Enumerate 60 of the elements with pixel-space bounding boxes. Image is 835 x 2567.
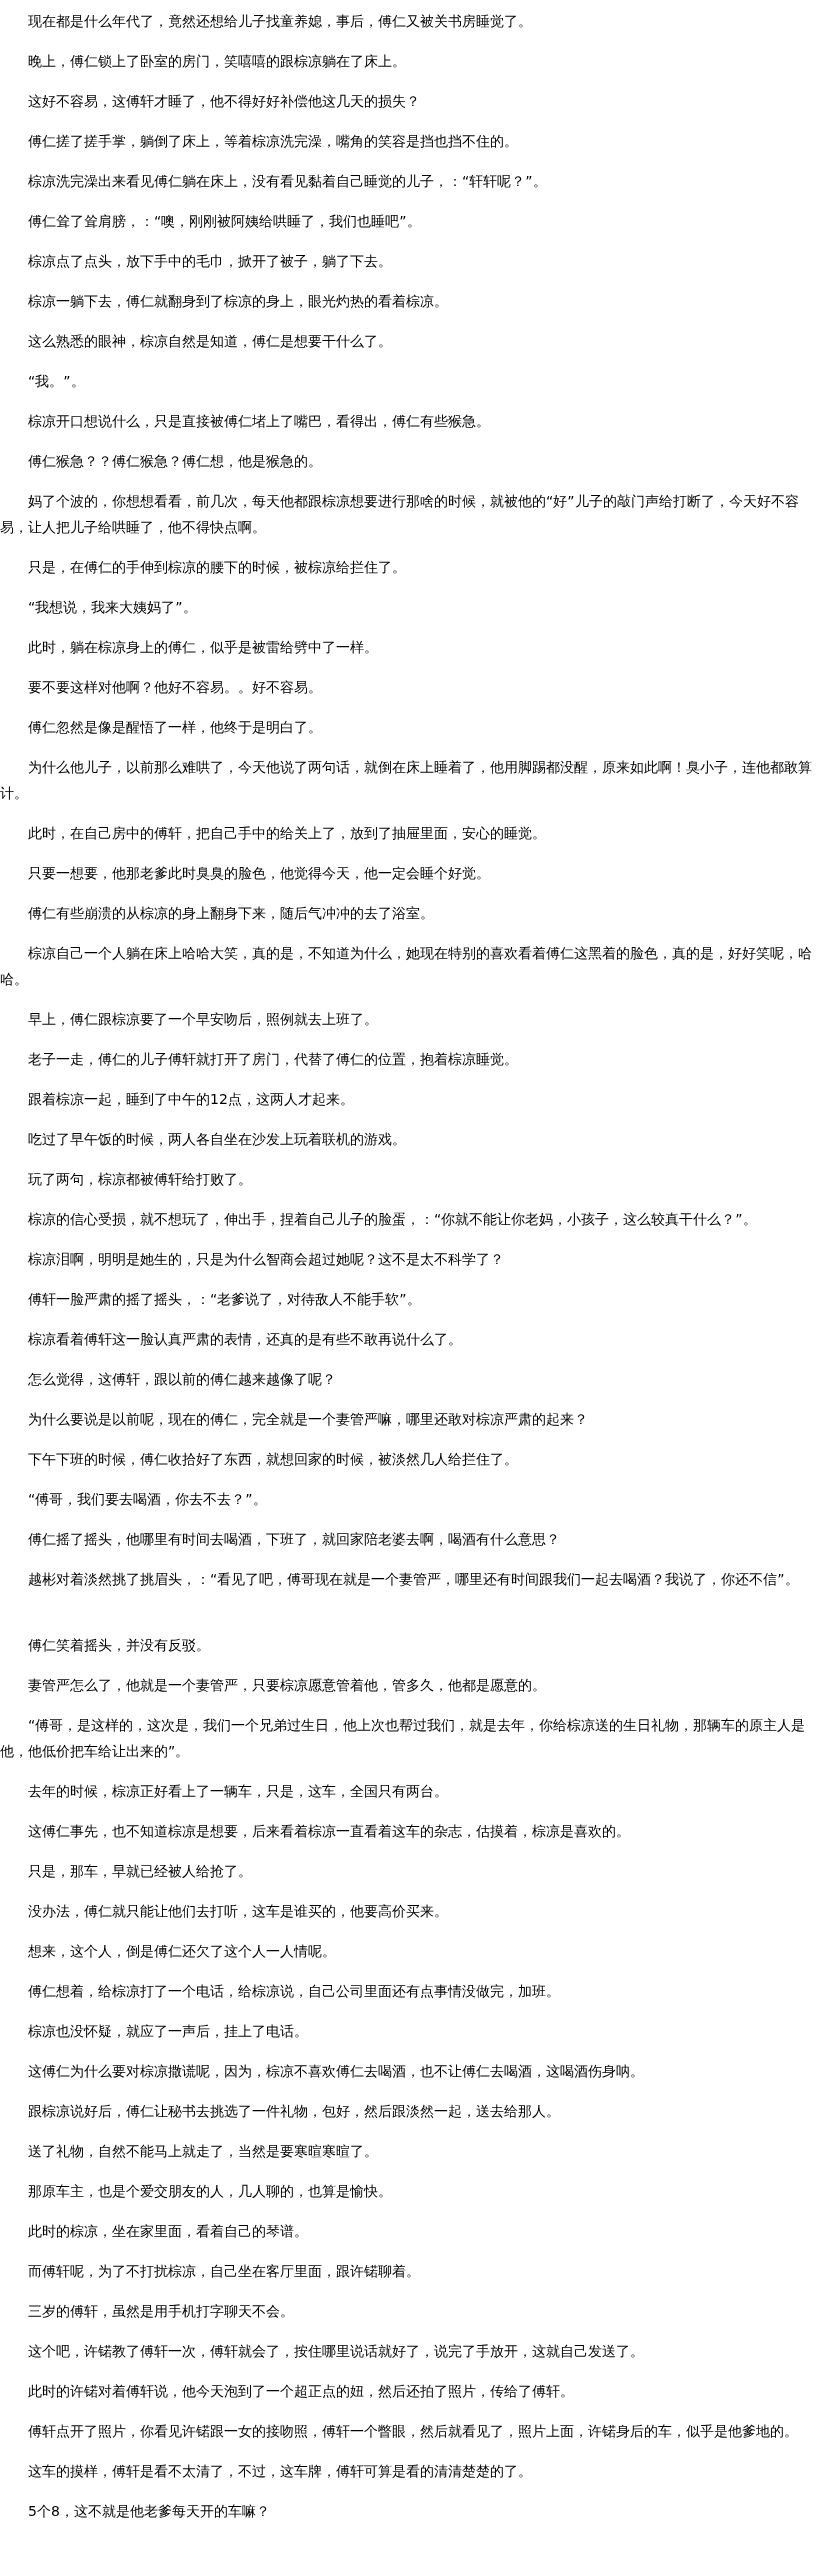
paragraph: 这个吧，许锘教了傅轩一次，傅轩就会了，按住哪里说话就好了，说完了手放开，这就自己发送了。 [27,2342,645,2361]
paragraph: 妻管严怎么了，他就是一个妻管严，只要棕凉愿意管着他，管多久，他都是愿意的。 [27,1676,547,1695]
paragraph: 为什么他儿子，以前那么难哄了，今天他说了两句话，就倒在床上睡着了，他用脚踢都没醒，原来如此啊！臭小子，连他都敢算计。 [0,758,813,803]
paragraph: 这好不容易，这傅轩才睡了，他不得好好补偿他这几天的损失？ [27,92,421,111]
paragraph: 没办法，傅仁就只能让他们去打听，这车是谁买的，他要高价买来。 [27,1902,449,1921]
paragraph: 棕凉点了点头，放下手中的毛巾，掀开了被子，躺了下去。 [27,252,393,271]
paragraph: “我想说，我来大姨妈了”。 [27,598,198,617]
paragraph: 傅仁耸了耸肩膀，：“噢，刚刚被阿姨给哄睡了，我们也睡吧”。 [27,212,422,231]
paragraph: 棕凉也没怀疑，就应了一声后，挂上了电话。 [27,2022,309,2041]
paragraph: 傅仁想着，给棕凉打了一个电话，给棕凉说，自己公司里面还有点事情没做完，加班。 [27,1982,561,2001]
paragraph: 现在都是什么年代了，竟然还想给儿子找童养媳，事后，傅仁又被关书房睡觉了。 [27,12,533,31]
paragraph: 老子一走，傅仁的儿子傅轩就打开了房门，代替了傅仁的位置，抱着棕凉睡觉。 [27,1050,519,1069]
paragraph: 这么熟悉的眼神，棕凉自然是知道，傅仁是想要干什么了。 [27,332,393,351]
paragraph: 吃过了早午饭的时候，两人各自坐在沙发上玩着联机的游戏。 [27,1130,407,1149]
paragraph: 傅仁忽然是像是醒悟了一样，他终于是明白了。 [27,718,323,737]
paragraph: 傅仁摇了摇头，他哪里有时间去喝酒，下班了，就回家陪老婆去啊，喝酒有什么意思？ [27,1530,561,1549]
paragraph: 只是，那车，早就已经被人给抢了。 [27,1862,253,1881]
paragraph: 棕凉洗完澡出来看见傅仁躺在床上，没有看见黏着自己睡觉的儿子，：“轩轩呢？”。 [27,172,548,191]
paragraph: 棕凉自己一个人躺在床上哈哈大笑，真的是，不知道为什么，她现在特别的喜欢看着傅仁这黑着的脸色，真的是，好好笑呢，哈哈。 [0,944,813,989]
paragraph: 早上，傅仁跟棕凉要了一个早安吻后，照例就去上班了。 [27,1010,379,1029]
paragraph: 跟着棕凉一起，睡到了中午的12点，这两人才起来。 [27,1090,355,1109]
paragraph: 只是，在傅仁的手伸到棕凉的腰下的时候，被棕凉给拦住了。 [27,558,407,577]
paragraph: 晚上，傅仁锁上了卧室的房门，笑嘻嘻的跟棕凉躺在了床上。 [27,52,407,71]
paragraph: 那原车主，也是个爱交朋友的人，几人聊的，也算是愉快。 [27,2182,393,2201]
paragraph: 棕凉开口想说什么，只是直接被傅仁堵上了嘴巴，看得出，傅仁有些猴急。 [27,412,491,431]
paragraph: 越彬对着淡然挑了挑眉头，：“看见了吧，傅哥现在就是一个妻管严，哪里还有时间跟我们一起去喝酒？我说了，你还不信”。 [27,1570,800,1589]
paragraph: 这傅仁为什么要对棕凉撒谎呢，因为，棕凉不喜欢傅仁去喝酒，也不让傅仁去喝酒，这喝酒伤身呐。 [27,2062,645,2081]
paragraph: 傅仁笑着摇头，并没有反驳。 [27,1636,211,1655]
paragraph: 要不要这样对他啊？他好不容易。。好不容易。 [27,678,323,697]
paragraph: 傅仁搓了搓手掌，躺倒了床上，等着棕凉洗完澡，嘴角的笑容是挡也挡不住的。 [27,132,519,151]
paragraph: “傅哥，是这样的，这次是，我们一个兄弟过生日，他上次也帮过我们，就是去年，你给棕凉送的生日礼物，那辆车的原主人是他，他低价把车给让出来的”。 [0,1716,807,1761]
paragraph: 傅仁有些崩溃的从棕凉的身上翻身下来，随后气冲冲的去了浴室。 [27,904,435,923]
paragraph: 棕凉看着傅轩这一脸认真严肃的表情，还真的是有些不敢再说什么了。 [27,1330,463,1349]
paragraph: 棕凉的信心受损，就不想玩了，伸出手，捏着自己儿子的脸蛋，：“你就不能让你老妈，小孩子，这么较真干什么？”。 [27,1210,758,1229]
paragraph: 傅仁猴急？？傅仁猴急？傅仁想，他是猴急的。 [27,452,323,471]
paragraph: 棕凉一躺下去，傅仁就翻身到了棕凉的身上，眼光灼热的看着棕凉。 [27,292,449,311]
paragraph: 棕凉泪啊，明明是她生的，只是为什么智商会超过她呢？这不是太不科学了？ [27,1250,505,1269]
paragraph: 怎么觉得，这傅轩，跟以前的傅仁越来越像了呢？ [27,1370,337,1389]
paragraph: 为什么要说是以前呢，现在的傅仁，完全就是一个妻管严嘛，哪里还敢对棕凉严肃的起来？ [27,1410,589,1429]
paragraph: 去年的时候，棕凉正好看上了一辆车，只是，这车，全国只有两台。 [27,1782,449,1801]
paragraph: 下午下班的时候，傅仁收拾好了东西，就想回家的时候，被淡然几人给拦住了。 [27,1450,519,1469]
paragraph: 此时的棕凉，坐在家里面，看着自己的琴谱。 [27,2222,309,2241]
paragraph: 此时的许锘对着傅轩说，他今天泡到了一个超正点的妞，然后还拍了照片，传给了傅轩。 [27,2382,575,2401]
paragraph: 而傅轩呢，为了不打扰棕凉，自己坐在客厅里面，跟许锘聊着。 [27,2262,421,2281]
paragraph: 此时，躺在棕凉身上的傅仁，似乎是被雷给劈中了一样。 [27,638,379,657]
paragraph: 这车的摸样，傅轩是看不太清了，不过，这车牌，傅轩可算是看的清清楚楚的了。 [27,2462,533,2481]
paragraph: 傅轩一脸严肃的摇了摇头，：“老爹说了，对待敌人不能手软”。 [27,1290,422,1309]
paragraph: 三岁的傅轩，虽然是用手机打字聊天不会。 [27,2302,295,2321]
paragraph: 这傅仁事先，也不知道棕凉是想要，后来看着棕凉一直看着这车的杂志，估摸着，棕凉是喜欢的。 [27,1822,631,1841]
paragraph: “我。”。 [27,372,86,391]
paragraph: 此时，在自己房中的傅轩，把自己手中的给关上了，放到了抽屉里面，安心的睡觉。 [27,824,547,843]
paragraph: 傅轩点开了照片，你看见许锘跟一女的接吻照，傅轩一个瞥眼，然后就看见了，照片上面，许锘身后的车，似乎是他爹地的。 [27,2422,799,2441]
paragraph: “傅哥，我们要去喝酒，你去不去？”。 [27,1490,268,1509]
paragraph: 玩了两句，棕凉都被傅轩给打败了。 [27,1170,253,1189]
paragraph: 送了礼物，自然不能马上就走了，当然是要寒暄寒暄了。 [27,2142,379,2161]
paragraph: 想来，这个人，倒是傅仁还欠了这个人一人情呢。 [27,1942,337,1961]
paragraph: 跟棕凉说好后，傅仁让秘书去挑选了一件礼物，包好，然后跟淡然一起，送去给那人。 [27,2102,561,2121]
paragraph: 只要一想要，他那老爹此时臭臭的脸色，他觉得今天，他一定会睡个好觉。 [27,864,491,883]
paragraph: 5个8，这不就是他老爹每天开的车嘛？ [27,2502,271,2521]
paragraph: 妈了个波的，你想想看看，前几次，每天他都跟棕凉想要进行那啥的时候，就被他的“好”儿子的敲门声给打断了，今天好不容易，让人把儿子给哄睡了，他不得快点啊。 [0,492,800,537]
